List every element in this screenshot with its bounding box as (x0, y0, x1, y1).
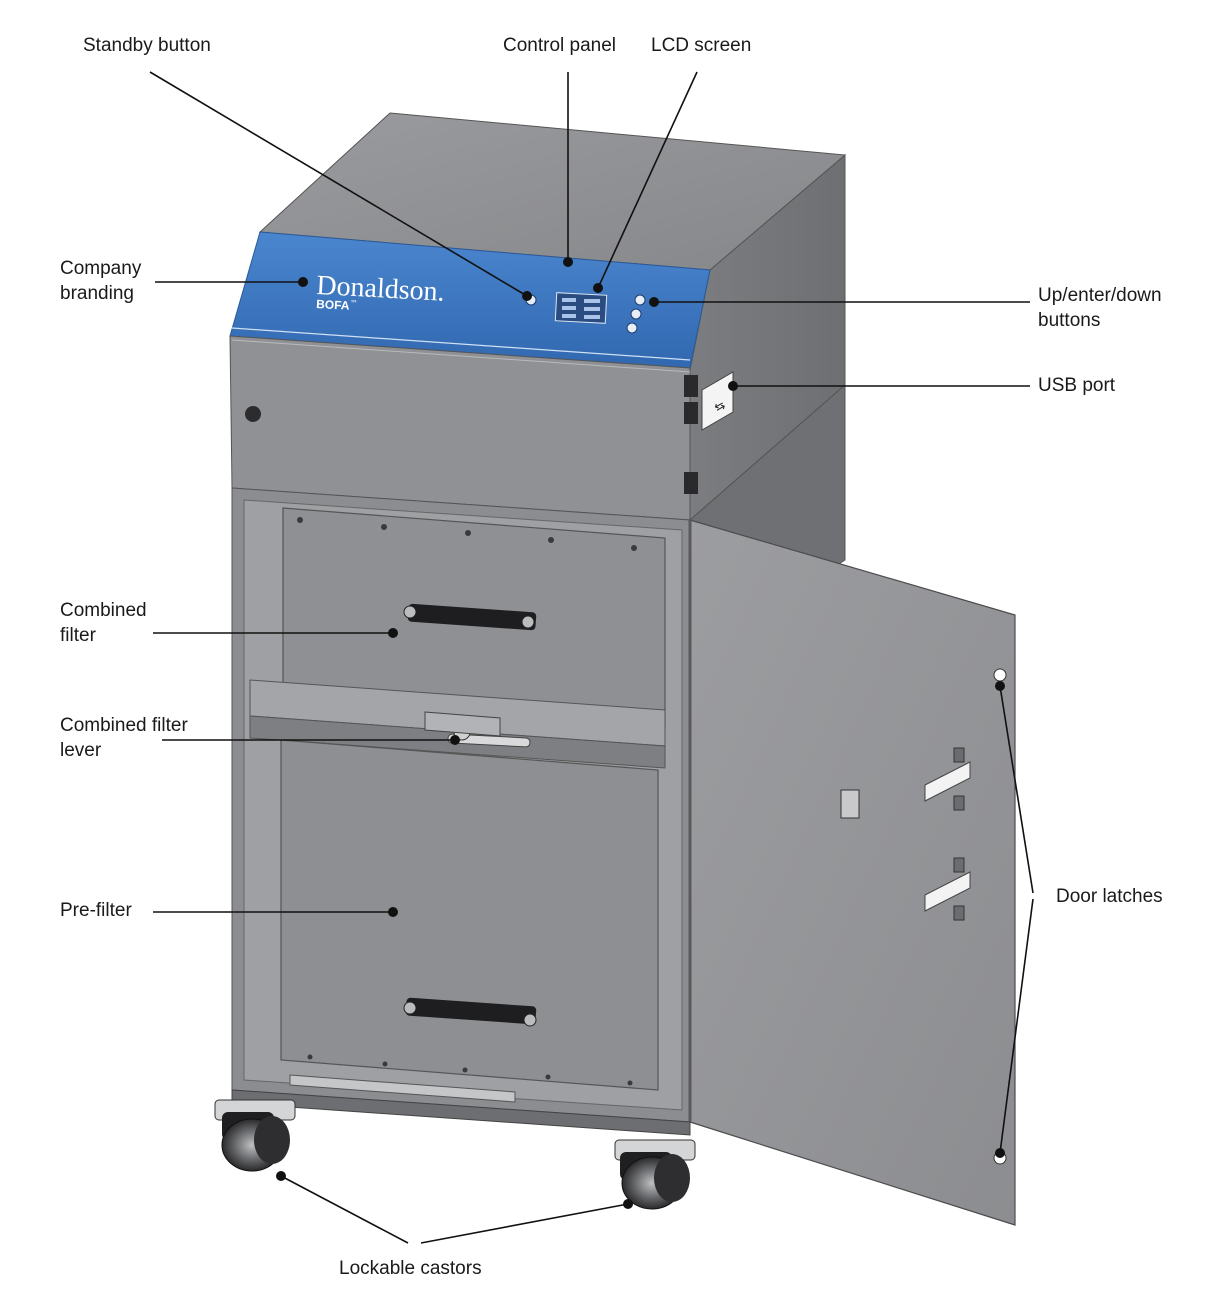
label-combined-filter: Combined filter (60, 600, 147, 646)
callout-lines (149, 71, 1034, 1244)
upper-latch (684, 375, 698, 397)
up-button (634, 294, 646, 306)
brand-main: Donaldson. (316, 270, 446, 308)
castor-right (614, 1139, 696, 1210)
label-pre-filter: Pre-filter (60, 900, 132, 921)
label-control-panel: Control panel (503, 35, 617, 56)
door-latch-upper (993, 668, 1007, 682)
callout-dots (276, 257, 1005, 1209)
label-lockable-castors: Lockable castors (339, 1258, 482, 1279)
label-company-branding: Company branding (60, 258, 142, 304)
combined-filter-handle (407, 603, 537, 631)
down-button (626, 322, 638, 334)
lock-knob (245, 406, 261, 422)
combined-filter-screws (297, 517, 637, 551)
enter-button (630, 308, 642, 320)
label-usb-port: USB port (1038, 375, 1116, 396)
label-combined-filter-lever: Combined filter lever (60, 715, 188, 761)
brand-tm: ™ (350, 299, 358, 308)
label-up-enter-down-buttons: Up/enter/down buttons (1038, 285, 1162, 331)
usb-port-plate (701, 371, 734, 431)
open-door (689, 519, 1016, 1226)
castor-left (214, 1099, 296, 1172)
pre-filter-body (280, 739, 659, 1091)
label-door-latches: Door latches (1056, 886, 1163, 907)
pre-filter-handle (405, 997, 537, 1025)
label-lcd-screen: LCD screen (651, 35, 752, 56)
label-standby-button: Standby button (83, 35, 211, 56)
brand-sub: BOFA (316, 297, 350, 313)
